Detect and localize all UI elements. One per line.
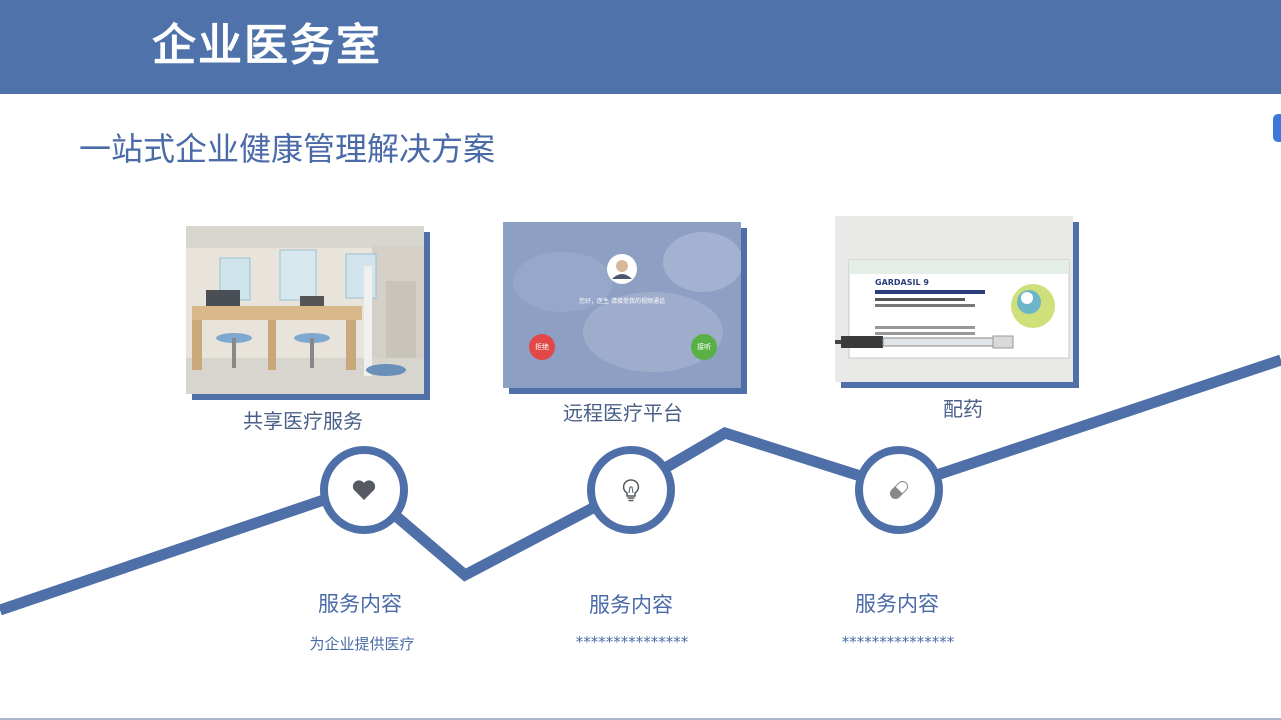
service-title-1: 服务内容 (318, 592, 402, 616)
timeline-node-1[interactable] (320, 446, 408, 534)
shared-medical-photo (186, 226, 430, 400)
bottom-divider (0, 718, 1281, 720)
service-desc-3: *************** (841, 633, 955, 651)
timeline-node-3[interactable] (855, 446, 943, 534)
page-title: 企业医务室 (152, 20, 382, 71)
service-title-2: 服务内容 (589, 593, 673, 617)
timeline-node-2[interactable] (587, 446, 675, 534)
card-caption-medicine: 配药 (943, 397, 983, 421)
service-title-3: 服务内容 (855, 592, 939, 616)
subtitle: 一站式企业健康管理解决方案 (79, 130, 496, 168)
lightbulb-icon (622, 479, 640, 502)
pill-icon (889, 480, 909, 500)
heart-icon (352, 480, 376, 500)
decline-call-button[interactable]: 拒绝 (529, 334, 555, 360)
service-desc-1: 为企业提供医疗 (309, 635, 415, 653)
call-text: 您好，医生 请接受我的视频通话 (579, 298, 665, 305)
accept-call-button[interactable]: 接听 (691, 334, 717, 360)
medicine-photo: GARDASIL 9 (835, 216, 1079, 388)
medicine-box-brand: GARDASIL 9 (875, 278, 929, 287)
card-caption-remote-medical: 远程医疗平台 (563, 401, 683, 425)
header-banner: 企业医务室 (0, 0, 1281, 94)
service-desc-2: *************** (575, 633, 689, 651)
card-caption-shared-medical: 共享医疗服务 (243, 409, 363, 433)
remote-medical-photo: 您好，医生 请接受我的视频通话 拒绝 接听 (503, 222, 747, 394)
side-tab[interactable] (1273, 114, 1281, 142)
